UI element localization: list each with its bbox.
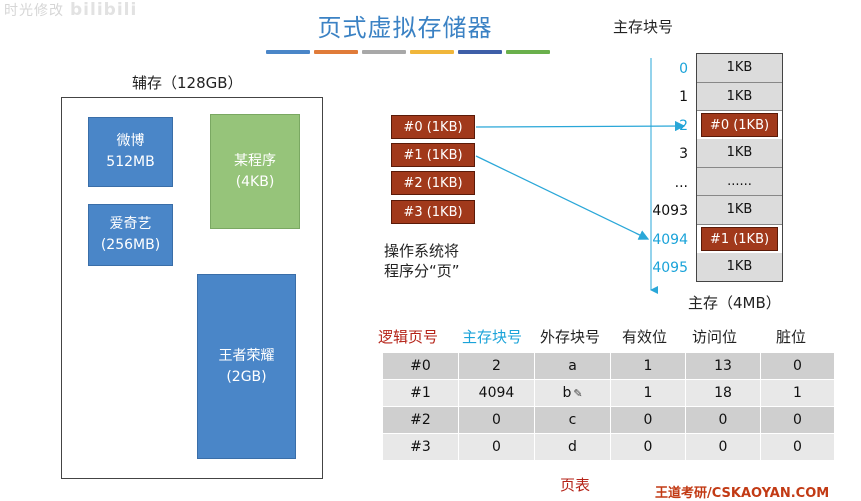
os-note: 操作系统将 程序分“页” xyxy=(384,241,460,281)
frame-number: 0 xyxy=(679,61,688,77)
disk-label: 辅存（128GB） xyxy=(132,74,243,92)
table-cell: 13 xyxy=(685,352,761,380)
frame-number: ... xyxy=(674,175,688,191)
memory-header: 主存块号 xyxy=(613,18,674,36)
table-row: #2 0 c 0 0 0 xyxy=(382,406,835,434)
frame-number: 2 xyxy=(679,118,688,134)
program-name: 微博 xyxy=(116,133,145,149)
program-honor-of-kings: 王者荣耀 (2GB) xyxy=(197,274,296,459)
page-table: #0 2 a 1 13 0 #1 4094 b✎ 1 18 1 #2 0 c 0… xyxy=(382,352,835,461)
col-header-valid-bit: 有效位 xyxy=(622,328,668,346)
col-header-logical-page: 逻辑页号 xyxy=(378,328,439,346)
table-row: #3 0 d 0 0 0 xyxy=(382,433,835,461)
memory-frame: 1KB xyxy=(697,252,782,281)
program-size: (2GB) xyxy=(226,368,267,385)
disk-box xyxy=(61,97,323,479)
cell-text: b xyxy=(562,385,572,401)
page-table-caption: 页表 xyxy=(560,476,591,494)
program-target: 某程序 (4KB) xyxy=(210,114,300,229)
frame-number: 4093 xyxy=(652,203,688,219)
memory-frame: 1KB xyxy=(697,139,782,168)
accent-bar xyxy=(314,50,358,54)
program-size: 512MB xyxy=(106,154,155,170)
table-cell: a xyxy=(534,352,611,380)
memory-column: 1KB 1KB #0 (1KB) 1KB ...... 1KB #1 (1KB)… xyxy=(696,53,783,282)
table-cell: 2 xyxy=(458,352,535,380)
table-cell: 0 xyxy=(760,406,835,434)
table-cell: d xyxy=(534,433,611,461)
arrow-page1-to-frame4094 xyxy=(475,155,650,240)
accent-bar xyxy=(410,50,454,54)
memory-frame: 1KB xyxy=(697,196,782,225)
table-cell: #0 xyxy=(382,352,459,380)
table-cell: 0 xyxy=(685,433,761,461)
program-weibo: 微博 512MB xyxy=(88,117,173,187)
table-cell: 18 xyxy=(685,379,761,407)
page-title: 页式虚拟存储器 xyxy=(317,14,493,42)
table-cell: 4094 xyxy=(458,379,535,407)
table-cell: 1 xyxy=(610,379,686,407)
memory-frame: 1KB xyxy=(697,82,782,111)
footer-brand: 王道考研/CSKAOYAN.COM xyxy=(655,486,830,501)
table-cell: #3 xyxy=(382,433,459,461)
program-page-0: #0 (1KB) xyxy=(391,115,475,139)
table-cell: 0 xyxy=(458,433,535,461)
bilibili-logo: bilibili xyxy=(70,0,138,20)
program-name: 爱奇艺 xyxy=(109,216,152,232)
table-cell: b✎ xyxy=(534,379,611,407)
col-header-memory-block: 主存块号 xyxy=(462,328,523,346)
accent-bar xyxy=(458,50,502,54)
frame-number: 4095 xyxy=(652,260,688,276)
frame-number: 1 xyxy=(679,89,688,105)
table-cell: 0 xyxy=(610,406,686,434)
accent-bar xyxy=(506,50,550,54)
memory-frame-occupied: #0 (1KB) xyxy=(701,113,778,137)
table-cell: 0 xyxy=(685,406,761,434)
col-header-access-bit: 访问位 xyxy=(692,328,738,346)
table-row: #1 4094 b✎ 1 18 1 xyxy=(382,379,835,407)
table-row: #0 2 a 1 13 0 xyxy=(382,352,835,380)
accent-bar xyxy=(266,50,310,54)
program-page-1: #1 (1KB) xyxy=(391,143,475,167)
watermark: 时光修改 bilibili xyxy=(4,0,137,20)
program-page-2: #2 (1KB) xyxy=(391,171,475,195)
table-cell: c xyxy=(534,406,611,434)
table-cell: 1 xyxy=(760,379,835,407)
table-cell: #2 xyxy=(382,406,459,434)
program-iqiyi: 爱奇艺 (256MB) xyxy=(88,204,173,266)
program-size: (4KB) xyxy=(235,173,275,190)
accent-bar xyxy=(362,50,406,54)
col-header-dirty-bit: 脏位 xyxy=(776,328,807,346)
watermark-text: 时光修改 xyxy=(4,3,64,19)
table-cell: 1 xyxy=(610,352,686,380)
memory-frame: ...... xyxy=(697,167,782,196)
memory-frame-occupied: #1 (1KB) xyxy=(701,226,778,251)
memory-footer: 主存（4MB） xyxy=(688,294,781,312)
memory-frame: 1KB xyxy=(697,54,782,83)
arrow-page0-to-frame2 xyxy=(475,120,686,132)
os-note-line: 程序分“页” xyxy=(384,262,460,280)
pencil-icon: ✎ xyxy=(573,387,583,400)
table-cell: #1 xyxy=(382,379,459,407)
table-cell: 0 xyxy=(610,433,686,461)
table-cell: 0 xyxy=(458,406,535,434)
frame-number: 3 xyxy=(679,146,688,162)
program-name: 某程序 xyxy=(234,152,276,169)
frame-number: 4094 xyxy=(652,232,688,248)
program-page-3: #3 (1KB) xyxy=(391,200,475,224)
program-size: (256MB) xyxy=(100,237,161,253)
table-cell: 0 xyxy=(760,352,835,380)
program-name: 王者荣耀 xyxy=(218,347,275,364)
table-cell: 0 xyxy=(760,433,835,461)
col-header-disk-block: 外存块号 xyxy=(540,328,601,346)
os-note-line: 操作系统将 xyxy=(384,242,460,260)
